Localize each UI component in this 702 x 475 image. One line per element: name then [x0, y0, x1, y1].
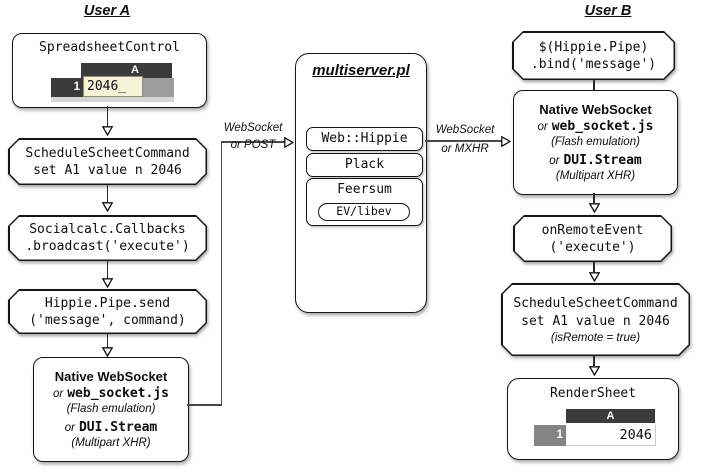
sheet-grid-strip — [51, 97, 174, 102]
ws-b-lib2: DUI.Stream — [563, 153, 642, 168]
schedule-command-b-box: ScheduleScheetCommand set A1 value n 204… — [501, 283, 690, 356]
sheet-edit-cell[interactable]: 2046_ — [83, 76, 143, 97]
schedule-command-a-box: ScheduleScheetCommand set A1 value n 204… — [8, 138, 207, 185]
sheet-row-header: 1 — [51, 78, 83, 97]
arrowhead-down-icon — [101, 202, 113, 212]
connector-a-label-bottom: or POST — [230, 139, 276, 151]
flow-line — [593, 193, 595, 203]
flow-line — [593, 80, 595, 90]
arrowhead-down-icon — [101, 278, 113, 288]
spreadsheet-control-box: SpreadsheetControl A 1 2046_ — [12, 33, 207, 108]
flow-line — [593, 262, 595, 272]
on-remote-line2: ('execute') — [549, 239, 636, 255]
native-websocket-a-box: Native WebSocket or web_socket.js (Flash… — [33, 357, 189, 462]
hippie-bind-line2: .bind('message') — [530, 56, 657, 72]
flow-line — [106, 334, 108, 348]
ws-a-title: Native WebSocket — [54, 369, 168, 384]
flow-line — [106, 261, 108, 278]
hippie-pipe-bind-box: $(Hippie.Pipe) .bind('message') — [512, 31, 675, 80]
socialcalc-line1: Socialcalc.Callbacks — [29, 222, 186, 237]
multiserver-box: multiserver.pl Web::Hippie Plack Feersum… — [295, 53, 427, 313]
ws-a-note1: (Flash emulation) — [66, 403, 156, 415]
hippie-send-line2: ('message', command) — [29, 312, 186, 328]
flow-line — [106, 106, 108, 127]
ws-b-or2: or — [549, 155, 560, 167]
arrowhead-down-icon — [588, 366, 600, 376]
server-layer-feersum: Feersum EV/libev — [306, 178, 423, 226]
sheet-column-header-bar — [81, 63, 172, 78]
connector-a-segment — [220, 141, 223, 406]
hippie-pipe-send-box: Hippie.Pipe.send ('message', command) — [8, 289, 207, 334]
socialcalc-callbacks-box: Socialcalc.Callbacks .broadcast('execute… — [8, 215, 207, 261]
connector-b-label-top: WebSocket — [435, 124, 495, 136]
user-a-heading: User A — [83, 3, 131, 19]
on-remote-event-box: onRemoteEvent ('execute') — [513, 215, 672, 262]
connector-a-label-top: WebSocket — [223, 122, 283, 134]
arrowhead-down-icon — [588, 203, 600, 213]
ws-a-lib1: web_socket.js — [67, 386, 169, 401]
sheet-value-cell: 2046 — [566, 425, 656, 446]
schedule-command-b-line3: (isRemote = true) — [550, 331, 641, 344]
hippie-send-line1: Hippie.Pipe.send — [44, 295, 171, 311]
render-sheet-title: RenderSheet — [549, 386, 637, 401]
ws-a-lib2: DUI.Stream — [78, 420, 158, 435]
on-remote-line1: onRemoteEvent — [541, 222, 644, 238]
connector-a-segment — [222, 141, 285, 143]
spreadsheet-control-title: SpreadsheetControl — [39, 40, 180, 55]
ws-b-lib1: web_socket.js — [551, 119, 654, 134]
ws-a-or2: or — [64, 422, 75, 434]
connector-b-label-bottom: or MXHR — [441, 143, 489, 155]
native-websocket-b-box: Native WebSocket or web_socket.js (Flash… — [513, 90, 678, 195]
arrowhead-right-icon — [284, 136, 294, 148]
schedule-command-a-line2: set A1 value n 2046 — [33, 162, 182, 178]
connector-a-segment — [187, 404, 222, 406]
sheet-empty-cell — [141, 78, 174, 97]
connector-b-segment — [425, 140, 502, 142]
socialcalc-line2: .broadcast('execute') — [25, 239, 190, 254]
server-engine-pill: EV/libev — [318, 203, 410, 221]
schedule-command-a-line1: ScheduleScheetCommand — [25, 145, 190, 161]
arrowhead-down-icon — [588, 272, 600, 282]
multiserver-title: multiserver.pl — [312, 62, 410, 79]
schedule-command-b-line2: set A1 value n 2046 — [521, 313, 670, 329]
sheet-column-header: A — [566, 409, 655, 423]
sheet-row-header: 1 — [534, 425, 566, 446]
ws-b-title: Native WebSocket — [539, 102, 652, 117]
arrowhead-right-icon — [501, 135, 511, 147]
ws-b-or1: or — [537, 121, 548, 133]
ws-b-note1: (Flash emulation) — [551, 136, 640, 148]
server-layer-feersum-label: Feersum — [337, 182, 392, 197]
flow-line — [106, 185, 108, 202]
sheet-column-header-label: A — [131, 64, 139, 76]
flow-line — [593, 356, 595, 366]
ws-a-note2: (Multipart XHR) — [71, 437, 151, 449]
server-layer-web-hippie: Web::Hippie — [306, 127, 423, 151]
render-sheet-box: RenderSheet A 1 2046 — [507, 378, 679, 460]
ws-b-note2: (Multipart XHR) — [555, 170, 636, 182]
hippie-bind-line1: $(Hippie.Pipe) — [538, 39, 649, 55]
schedule-command-b-line1: ScheduleScheetCommand — [513, 295, 678, 311]
arrowhead-down-icon — [101, 126, 113, 136]
server-layer-plack: Plack — [306, 153, 423, 177]
user-b-heading: User B — [584, 3, 632, 19]
ws-a-or1: or — [53, 388, 64, 400]
arrowhead-down-icon — [101, 347, 113, 357]
